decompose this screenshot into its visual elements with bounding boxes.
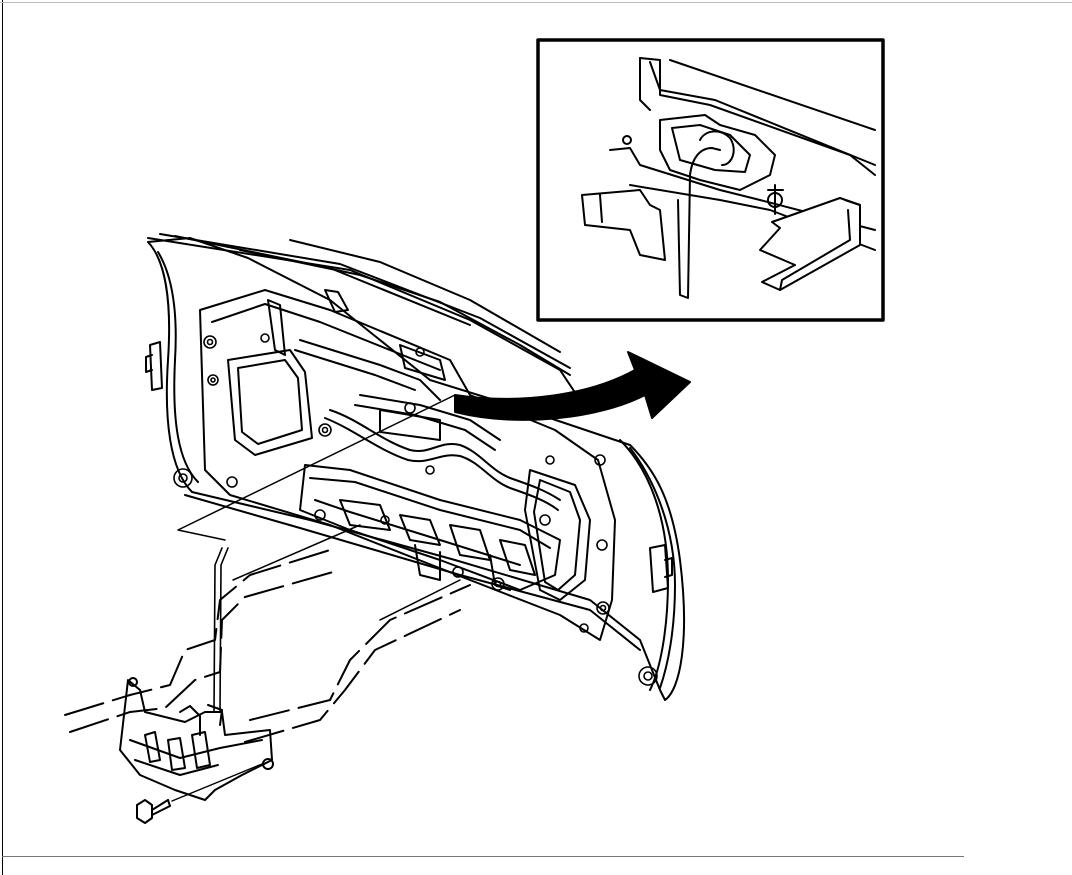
exploded-guide-lines xyxy=(177,394,461,621)
fastener-holes xyxy=(173,333,658,686)
latch-access-trim xyxy=(64,549,471,743)
liftgate-inner-panel xyxy=(145,233,685,701)
frame-left-border xyxy=(2,0,3,875)
frame-top-border xyxy=(0,2,1072,3)
release-rod xyxy=(213,547,229,713)
detail-inset xyxy=(536,38,885,322)
latch-mounting-bolt xyxy=(136,763,263,824)
callout-arrow xyxy=(454,351,691,421)
frame-bottom-rule xyxy=(2,856,964,857)
liftgate-latch-assembly xyxy=(119,677,274,801)
